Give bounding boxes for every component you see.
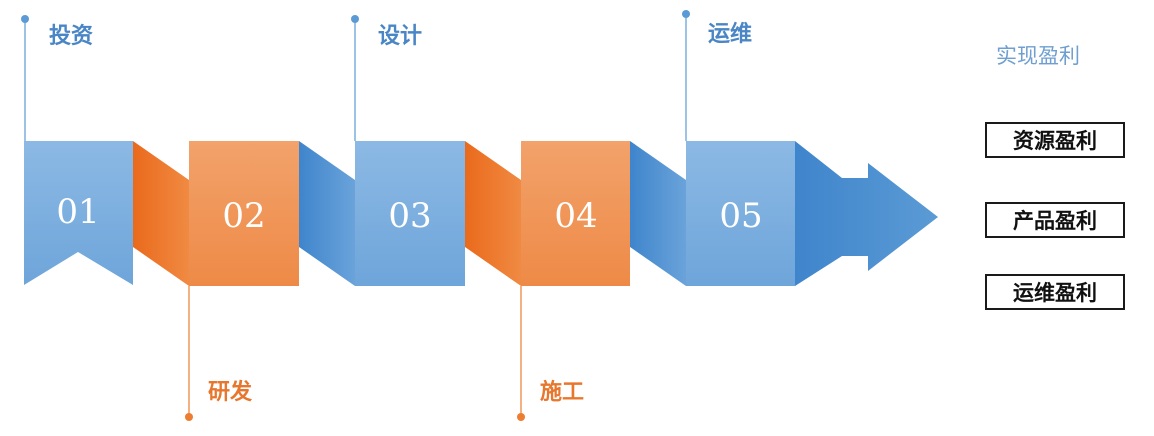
stage-box-03	[355, 141, 465, 286]
stage-label-01: 投资	[49, 24, 93, 49]
profit-heading: 实现盈利	[996, 44, 1080, 68]
final-arrow	[795, 141, 938, 286]
stage-box-01	[24, 141, 133, 285]
stage-number-03: 03	[388, 196, 431, 236]
stage-box-04	[521, 141, 630, 286]
stage-box-02	[189, 141, 299, 286]
stage-box-05	[686, 141, 795, 286]
profit-item-operation: 运维盈利	[985, 274, 1125, 310]
stage-label-05: 运维	[708, 21, 752, 47]
stage-number-04: 04	[554, 196, 597, 236]
stage-number-05: 05	[719, 196, 762, 236]
callout-dot-04	[517, 413, 525, 421]
connector-3-4	[465, 141, 521, 286]
connector-1-2	[133, 141, 189, 286]
stage-label-04: 施工	[540, 379, 584, 405]
stage-label-03: 设计	[378, 24, 422, 49]
stage-number-02: 02	[222, 196, 265, 236]
connector-2-3	[299, 141, 355, 286]
profit-item-resource: 资源盈利	[985, 122, 1125, 158]
callout-dot-01	[21, 15, 29, 23]
stage-number-01: 01	[56, 192, 99, 232]
callout-dot-05	[682, 10, 690, 18]
callout-dot-03	[351, 15, 359, 23]
callout-dot-02	[185, 413, 193, 421]
profit-item-product: 产品盈利	[985, 202, 1125, 238]
stage-label-02: 研发	[208, 379, 253, 405]
connector-4-5	[630, 141, 686, 286]
